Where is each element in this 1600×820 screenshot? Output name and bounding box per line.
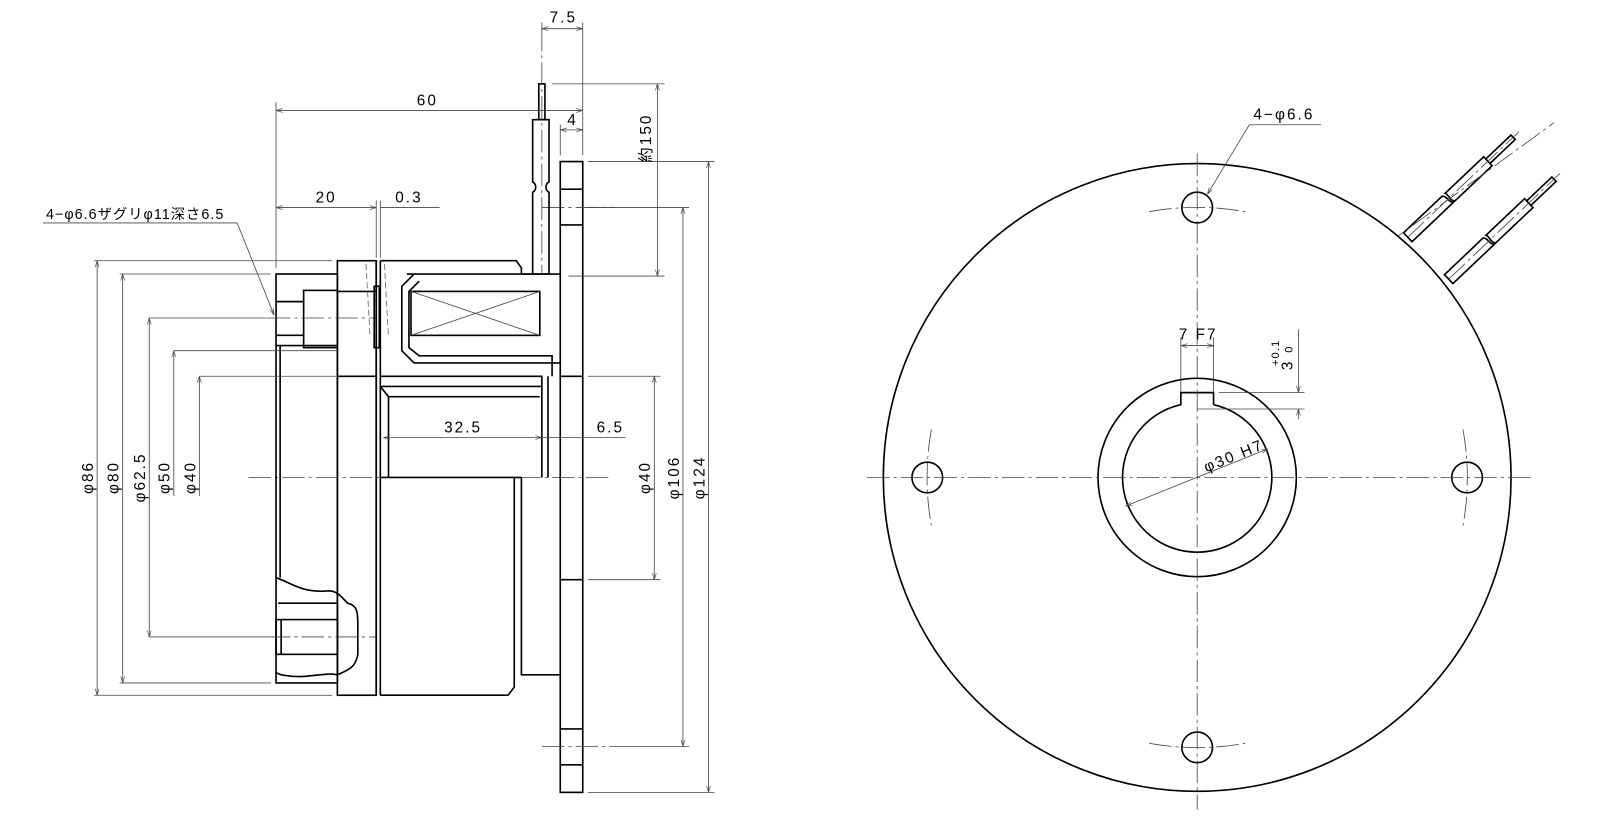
cable-center-line [1385,122,1555,246]
dia-40-right: φ40 [637,461,654,494]
front-dimensions [1126,124,1321,506]
dia-86: φ86 [80,461,97,494]
dim-lead-offset: 7.5 [550,10,577,27]
side-view: 60 7.5 4 約150 20 0.3 32.5 6.5 4−φ6.6ザグリφ… [42,10,715,794]
lead-cable [1443,173,1561,285]
dia-106: φ106 [666,456,683,500]
front-view: 4−φ6.6 7 F7 3 +0.1 0 φ30 H7 [866,107,1561,810]
dim-overall-length: 60 [417,92,438,109]
coil [410,290,541,337]
dia-62-5: φ62.5 [132,452,149,502]
dia-124: φ124 [691,456,708,500]
mounting-flange [541,160,614,794]
field-housing [379,259,561,697]
dim-lead-length: 約150 [638,114,655,163]
lead-wire [531,28,550,275]
keyway-tol-lower: 0 [1283,345,1295,352]
hole-callout-side: 4−φ6.6ザグリφ11深さ6.5 [46,206,224,223]
dia-80: φ80 [106,461,123,494]
dim-flange-thickness: 4 [567,112,578,129]
dim-hub-length: 20 [316,189,337,206]
lead-cable [1402,131,1520,243]
keyway-depth: 3 [1279,360,1296,371]
keyway-tol-upper: +0.1 [1270,340,1282,366]
dimensions [42,22,715,793]
dia-50: φ50 [157,461,174,494]
dim-body-length: 32.5 [444,419,482,436]
dim-flange-step: 6.5 [597,419,624,436]
keyway-width: 7 F7 [1179,326,1218,343]
dim-air-gap: 0.3 [395,189,422,206]
hole-callout-front: 4−φ6.6 [1253,107,1314,124]
dia-40-left: φ40 [182,461,199,494]
armature-hub [267,273,377,684]
rotor-disc [336,259,389,697]
